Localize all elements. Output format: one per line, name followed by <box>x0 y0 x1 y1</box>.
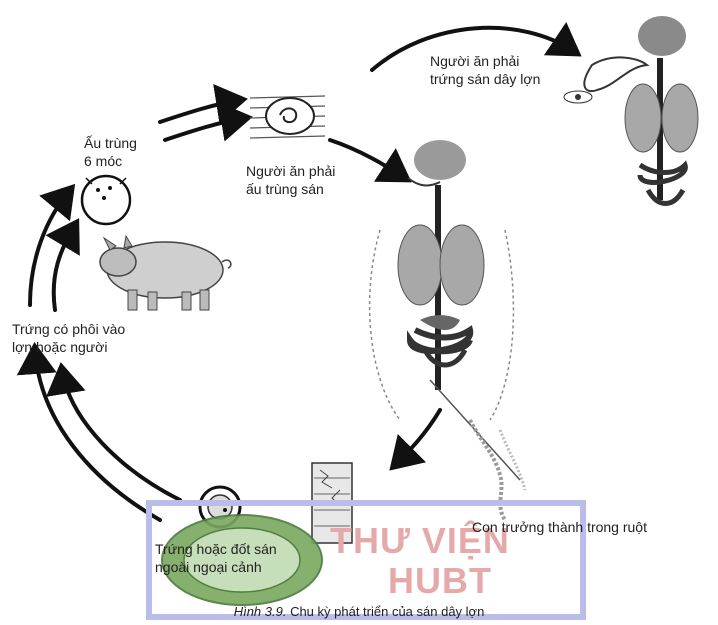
arrow-larva-to-meat-1 <box>160 100 240 122</box>
figure-caption-text: Chu kỳ phát triển của sán dây lợn <box>286 604 484 619</box>
label-embryo-eggs: Trứng có phôi vào lợn hoặc người <box>12 320 125 356</box>
watermark-line2: HUBT <box>388 560 492 602</box>
label-eggs-outside: Trứng hoặc đốt sán ngoài ngoại cảnh <box>155 540 277 576</box>
human-body-top-icon <box>564 16 698 204</box>
label-adult-intestine: Con trưởng thành trong ruột <box>472 518 647 536</box>
arrow-eggs-to-embryo-inner <box>62 370 180 500</box>
label-larva-6-hooks: Ấu trùng 6 móc <box>84 134 137 170</box>
arrow-eggs-to-embryo-outer <box>35 350 160 520</box>
arrow-larva-to-meat-2 <box>165 118 245 140</box>
pig-icon <box>100 236 231 310</box>
human-body-anatomy-icon <box>370 140 520 480</box>
figure-caption: Hình 3.9. Chu kỳ phát triển của sán dây … <box>0 604 718 619</box>
arrow-meat-to-human <box>330 140 405 178</box>
meat-cyst-icon <box>250 96 325 138</box>
label-eats-eggs: Người ăn phải trứng sán dây lợn <box>430 52 540 88</box>
arrow-adult-to-segments <box>395 410 440 465</box>
arrow-embryo-to-larva-inner <box>54 225 75 310</box>
oncosphere-icon <box>82 176 130 224</box>
label-eats-larva: Người ăn phải ấu trùng sán <box>246 162 335 198</box>
figure-number: Hình 3.9. <box>234 604 287 619</box>
